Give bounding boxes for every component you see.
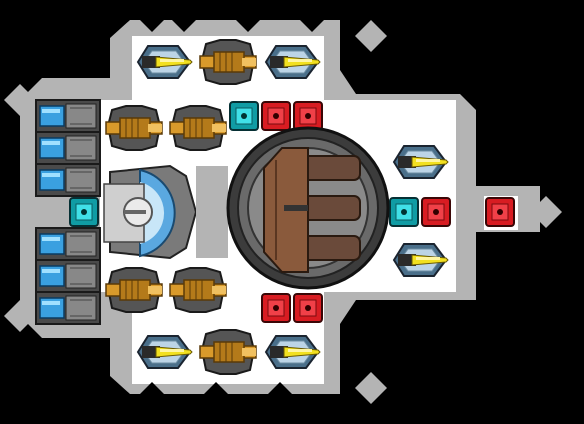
cannon-turret[interactable] [199,329,257,375]
thruster[interactable] [35,291,101,325]
shield-cell[interactable] [389,197,419,227]
power-cell[interactable] [261,101,291,131]
main-turret[interactable] [226,126,390,290]
power-cell[interactable] [421,197,451,227]
bridge-dome[interactable] [103,164,198,260]
thruster[interactable] [35,99,101,133]
thruster[interactable] [35,131,101,165]
thruster[interactable] [35,227,101,261]
thruster[interactable] [35,163,101,197]
shield-cell[interactable] [69,197,99,227]
hull-divider [196,166,228,258]
cannon-turret[interactable] [105,267,163,313]
cannon-turret[interactable] [169,267,227,313]
power-cell[interactable] [293,101,323,131]
cannon-turret[interactable] [199,39,257,85]
cannon-turret[interactable] [169,105,227,151]
cannon-turret[interactable] [105,105,163,151]
shield-cell[interactable] [229,101,259,131]
power-cell[interactable] [293,293,323,323]
thruster[interactable] [35,259,101,293]
power-cell[interactable] [485,197,515,227]
power-cell[interactable] [261,293,291,323]
